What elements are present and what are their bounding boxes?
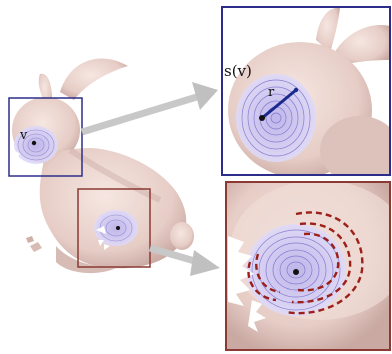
body-vertex-point — [293, 269, 299, 275]
bunny-model — [12, 58, 194, 273]
zoom-arrow-bottom — [150, 248, 220, 276]
body-zoom-panel — [226, 180, 392, 350]
label-r: r — [268, 85, 275, 100]
zoom-arrow-top — [82, 82, 218, 132]
label-v: v — [19, 128, 28, 143]
label-s-of-v: s(v) — [224, 62, 252, 80]
bunny-ear-back — [60, 58, 128, 100]
zoom-vertex-point — [259, 115, 265, 121]
head-zoom-panel — [222, 7, 392, 184]
vertex-v-point — [32, 141, 36, 145]
